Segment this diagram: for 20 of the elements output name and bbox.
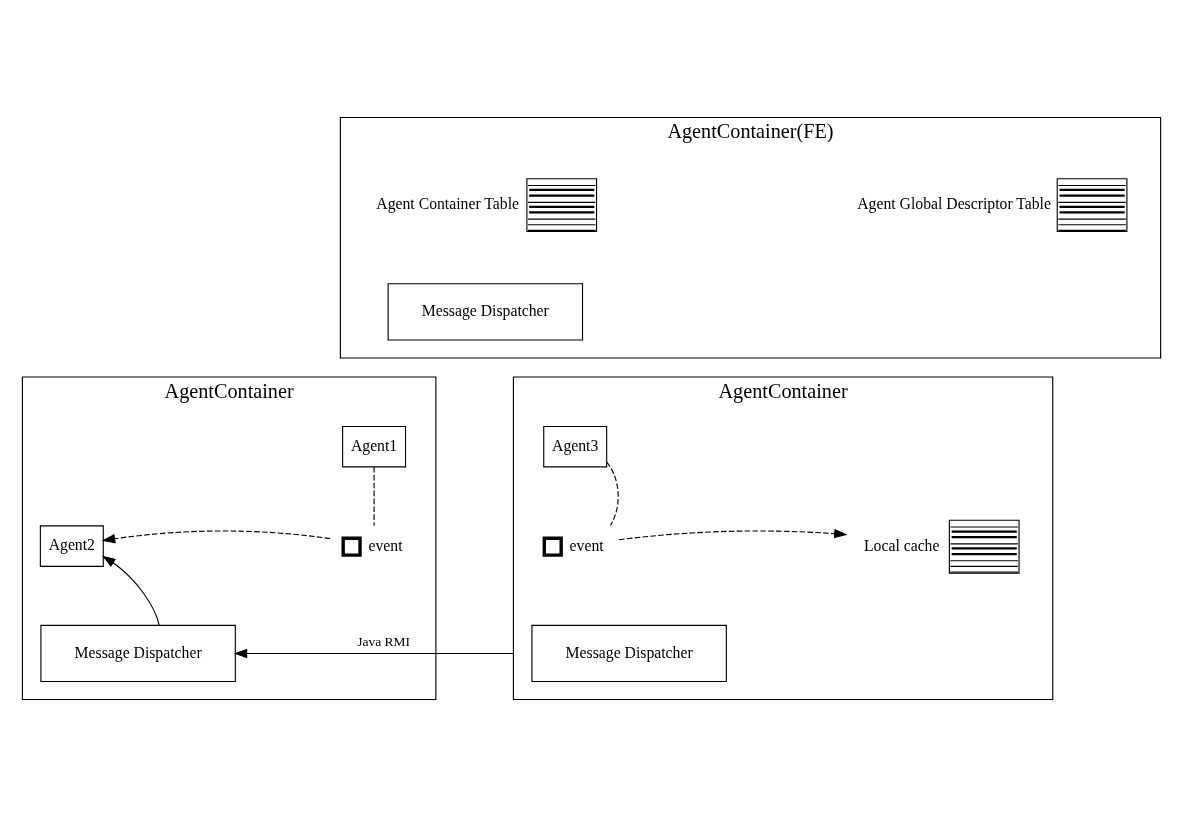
node-label: event: [368, 536, 403, 554]
node-box: Agent3: [543, 425, 608, 468]
node-box: Message Dispatcher: [531, 624, 727, 683]
node-label: event: [569, 536, 604, 554]
node-box: Agent2: [39, 525, 104, 567]
node-label: Agent Global Descriptor Table: [857, 195, 1051, 213]
node-label: Agent Container Table: [376, 195, 519, 213]
node-box: [341, 536, 362, 557]
connector: [373, 466, 375, 527]
connector: [606, 461, 619, 527]
node-box: [542, 536, 563, 557]
node-box: Message Dispatcher: [40, 624, 236, 683]
node-label: Local cache: [863, 536, 940, 554]
arrow: [233, 648, 514, 659]
node-box: Message Dispatcher: [387, 283, 584, 341]
edge-label: Java RMI: [357, 634, 411, 650]
arrow: [101, 530, 331, 544]
arrow: [102, 555, 160, 626]
arrow: [618, 528, 848, 541]
node-box: Agent1: [342, 425, 407, 468]
